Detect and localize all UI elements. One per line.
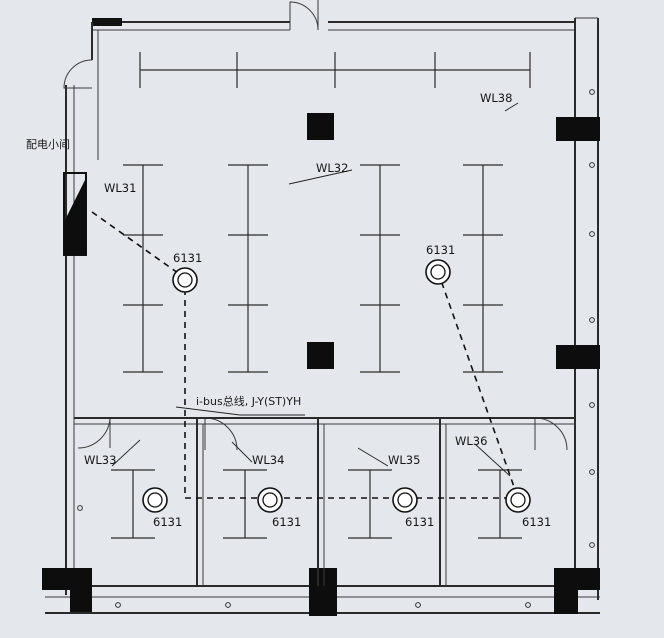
- outer-walls: [45, 17, 600, 614]
- sensor: [425, 259, 451, 285]
- wall-outlet: [589, 317, 595, 323]
- wall-outlet: [589, 402, 595, 408]
- circuit-label-wl36: WL36: [455, 434, 487, 448]
- wall-outlet: [415, 602, 421, 608]
- bus-cable: [91, 211, 519, 499]
- wall-outlets: [77, 89, 595, 608]
- wall-outlet: [77, 505, 83, 511]
- circuit-label-wl38: WL38: [480, 91, 512, 105]
- sensor-label: 6131: [522, 515, 551, 529]
- wall-outlet: [589, 231, 595, 237]
- column: [309, 568, 337, 616]
- column: [556, 345, 600, 369]
- sensor-label: 6131: [272, 515, 301, 529]
- column: [42, 568, 92, 612]
- leader-lines: [111, 102, 519, 477]
- wall-outlet: [115, 602, 121, 608]
- bus-label: i-bus总线, J-Y(ST)YH: [196, 394, 301, 408]
- wall-outlet: [225, 602, 231, 608]
- circuit-label-wl34: WL34: [252, 453, 284, 467]
- distribution-cabinet: [63, 172, 87, 256]
- room-label: 配电小间: [26, 138, 70, 151]
- column: [307, 342, 334, 369]
- light-fixtures: [111, 52, 531, 539]
- sensor-label: 6131: [173, 251, 202, 265]
- wall-outlet: [589, 162, 595, 168]
- sensor: [172, 267, 198, 293]
- wall-outlet: [589, 542, 595, 548]
- room-partitions: [74, 417, 575, 586]
- wall-outlet: [589, 89, 595, 95]
- sensor-label: 6131: [405, 515, 434, 529]
- sensor: [392, 487, 418, 513]
- column: [556, 117, 600, 141]
- column: [554, 568, 600, 614]
- column: [307, 113, 334, 140]
- sensor-label: 6131: [426, 243, 455, 257]
- wall-outlet: [589, 469, 595, 475]
- circuit-label-wl32: WL32: [316, 161, 348, 175]
- sensor: [142, 487, 168, 513]
- structural-columns: [42, 113, 600, 616]
- circuit-label-wl33: WL33: [84, 453, 116, 467]
- sensor: [257, 487, 283, 513]
- sensor-label: 6131: [153, 515, 182, 529]
- circuit-label-wl31: WL31: [104, 181, 136, 195]
- sensors: [142, 259, 531, 513]
- sensor: [505, 487, 531, 513]
- circuit-label-wl35: WL35: [388, 453, 420, 467]
- wall-outlet: [525, 602, 531, 608]
